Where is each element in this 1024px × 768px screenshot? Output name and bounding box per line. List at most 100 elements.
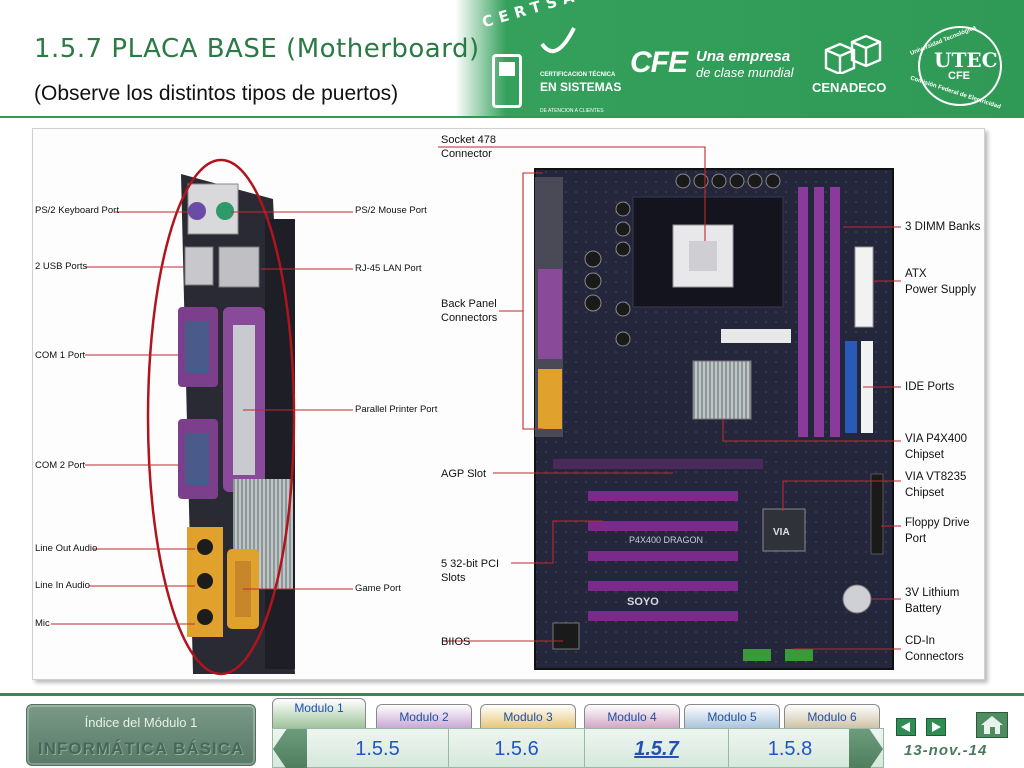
utec-logo: Universidad Tecnológica UTEC CFE Comisió…	[904, 24, 1016, 110]
dimm-slot-2	[814, 187, 824, 437]
ps2-mouse-connector	[216, 202, 234, 220]
page-title-paren: (Motherboard)	[286, 34, 480, 64]
section-link-1-5-7[interactable]: 1.5.7	[585, 729, 729, 768]
label-battery: 3V Lithium Battery	[905, 587, 960, 615]
triangle-right-icon	[932, 722, 941, 732]
module-index-subtitle: INFORMÁTICA BÁSICA	[37, 739, 245, 758]
label-socket-478: Socket 478 Connector	[441, 134, 497, 160]
next-slide-button[interactable]	[926, 718, 946, 736]
cd-in-connector-2	[785, 649, 813, 661]
prev-slide-button[interactable]	[896, 718, 916, 736]
tab-modulo-4[interactable]: Modulo 4	[584, 704, 680, 728]
board-brand-text: SOYO	[627, 596, 659, 608]
header: 1.5.7 Placa Base (Motherboard) (Observe …	[0, 0, 1024, 118]
rj45-connector	[218, 246, 260, 288]
tab-modulo-6[interactable]: Modulo 6	[784, 704, 880, 728]
floppy-connector	[870, 473, 884, 555]
back-panel-photo	[146, 158, 296, 676]
section-link-1-5-8[interactable]: 1.5.8	[767, 738, 813, 760]
label-line-out: Line Out Audio	[35, 543, 98, 554]
label-via-p4x400: VIA P4X400 Chipset	[905, 433, 968, 461]
label-bios: BIIOS	[441, 636, 471, 648]
label-com1: COM 1 Port	[35, 350, 86, 361]
tab-label: Modulo 4	[607, 710, 657, 724]
label-mic: Mic	[35, 618, 50, 629]
section-navigation: 1.5.5 1.5.6 1.5.7 1.5.8	[272, 728, 884, 768]
label-usb-ports: 2 USB Ports	[35, 261, 88, 272]
certsac-line3: DE ATENCION A CLIENTES	[540, 108, 604, 114]
tab-label: Modulo 3	[503, 710, 553, 724]
agp-slot	[553, 459, 763, 469]
checkmark-icon	[540, 27, 576, 54]
motherboard-illustration: P4X400 DRAGON SOYO VIA	[51, 146, 901, 676]
page-title: 1.5.7 Placa Base (Motherboard)	[34, 34, 480, 64]
utec-sub: CFE	[948, 70, 970, 82]
tab-label: Modulo 2	[399, 710, 449, 724]
tab-modulo-5[interactable]: Modulo 5	[684, 704, 780, 728]
tab-label: Modulo 1	[294, 701, 344, 715]
tab-label: Modulo 6	[807, 710, 857, 724]
atx-connector	[854, 246, 874, 328]
chevron-right-icon[interactable]	[849, 729, 883, 768]
label-via-vt8235: VIA VT8235 Chipset	[905, 471, 967, 499]
dimm-slot-1	[798, 187, 808, 437]
label-ps2-mouse: PS/2 Mouse Port	[355, 205, 427, 216]
utec-mark: UTEC	[934, 48, 998, 72]
module-index-button[interactable]: Índice del Módulo 1 INFORMÁTICA BÁSICA	[26, 704, 256, 766]
label-ps2-keyboard: PS/2 Keyboard Port	[35, 205, 119, 216]
motherboard-photo: P4X400 DRAGON SOYO VIA	[534, 168, 894, 670]
certsac-line2: EN SISTEMAS	[540, 80, 622, 94]
certsac-logo: CERTSAC CERTIFICACION TÉCNICA EN SISTEMA…	[478, 0, 622, 114]
label-line-in: Line In Audio	[35, 580, 90, 591]
highlight-ellipse	[146, 158, 296, 676]
kiosk-icon	[492, 54, 522, 108]
label-dimm-banks: 3 DIMM Banks	[905, 221, 981, 233]
chevron-left-icon[interactable]	[273, 729, 307, 768]
dimm-slot-3	[830, 187, 840, 437]
tab-modulo-3[interactable]: Modulo 3	[480, 704, 576, 728]
home-button[interactable]	[976, 712, 1008, 738]
cfe-logo-mark: CFE	[630, 46, 688, 79]
ide-port-1	[845, 341, 857, 433]
label-com2: COM 2 Port	[35, 460, 86, 471]
label-atx-power: ATX Power Supply	[905, 268, 976, 296]
cd-in-connector-1	[743, 649, 771, 661]
cfe-tagline-1: Una empresa	[696, 48, 791, 65]
module-index-title: Índice del Módulo 1	[84, 715, 198, 730]
label-ide-ports: IDE Ports	[905, 381, 955, 393]
cenadeco-logo: CENADECO	[812, 34, 896, 96]
section-link-1-5-6[interactable]: 1.5.6	[449, 729, 585, 768]
section-link-1-5-5[interactable]: 1.5.5	[307, 729, 449, 768]
board-model-text: P4X400 DRAGON	[629, 535, 703, 545]
certsac-line1: CERTIFICACION TÉCNICA	[540, 72, 616, 78]
pci-slots	[588, 491, 738, 621]
cenadeco-name: CENADECO	[812, 80, 887, 95]
header-divider	[0, 116, 1024, 118]
label-game-port: Game Port	[355, 583, 401, 594]
label-back-panel: Back Panel Connectors	[441, 298, 498, 324]
label-rj45: RJ-45 LAN Port	[355, 263, 422, 274]
label-parallel: Parallel Printer Port	[355, 404, 438, 415]
usb-connector	[184, 246, 214, 286]
tab-label: Modulo 5	[707, 710, 757, 724]
tab-modulo-2[interactable]: Modulo 2	[376, 704, 472, 728]
motherboard-figure: P4X400 DRAGON SOYO VIA	[32, 128, 985, 680]
page-title-main: 1.5.7 Placa Base	[34, 34, 278, 64]
bios-chip	[552, 622, 580, 650]
label-pci-slots: 5 32-bit PCI Slots	[441, 558, 500, 584]
cubes-icon	[824, 34, 882, 74]
utec-ring	[918, 26, 1002, 106]
south-bridge	[762, 508, 806, 552]
north-bridge	[692, 360, 752, 420]
cfe-tagline-2: de clase mundial	[696, 65, 794, 80]
tab-modulo-1[interactable]: Modulo 1	[272, 698, 366, 728]
label-agp-slot: AGP Slot	[441, 468, 487, 480]
home-icon	[981, 716, 1003, 734]
via-chip-text: VIA	[773, 527, 790, 538]
ps2-keyboard-connector	[188, 202, 206, 220]
battery	[842, 584, 872, 614]
page-subtitle: (Observe los distintos tipos de puertos)	[34, 82, 399, 105]
slide-date: 13-nov.-14	[904, 742, 988, 759]
cfe-logo: CFE Una empresa de clase mundial	[630, 46, 798, 86]
footer-divider	[0, 693, 1024, 696]
